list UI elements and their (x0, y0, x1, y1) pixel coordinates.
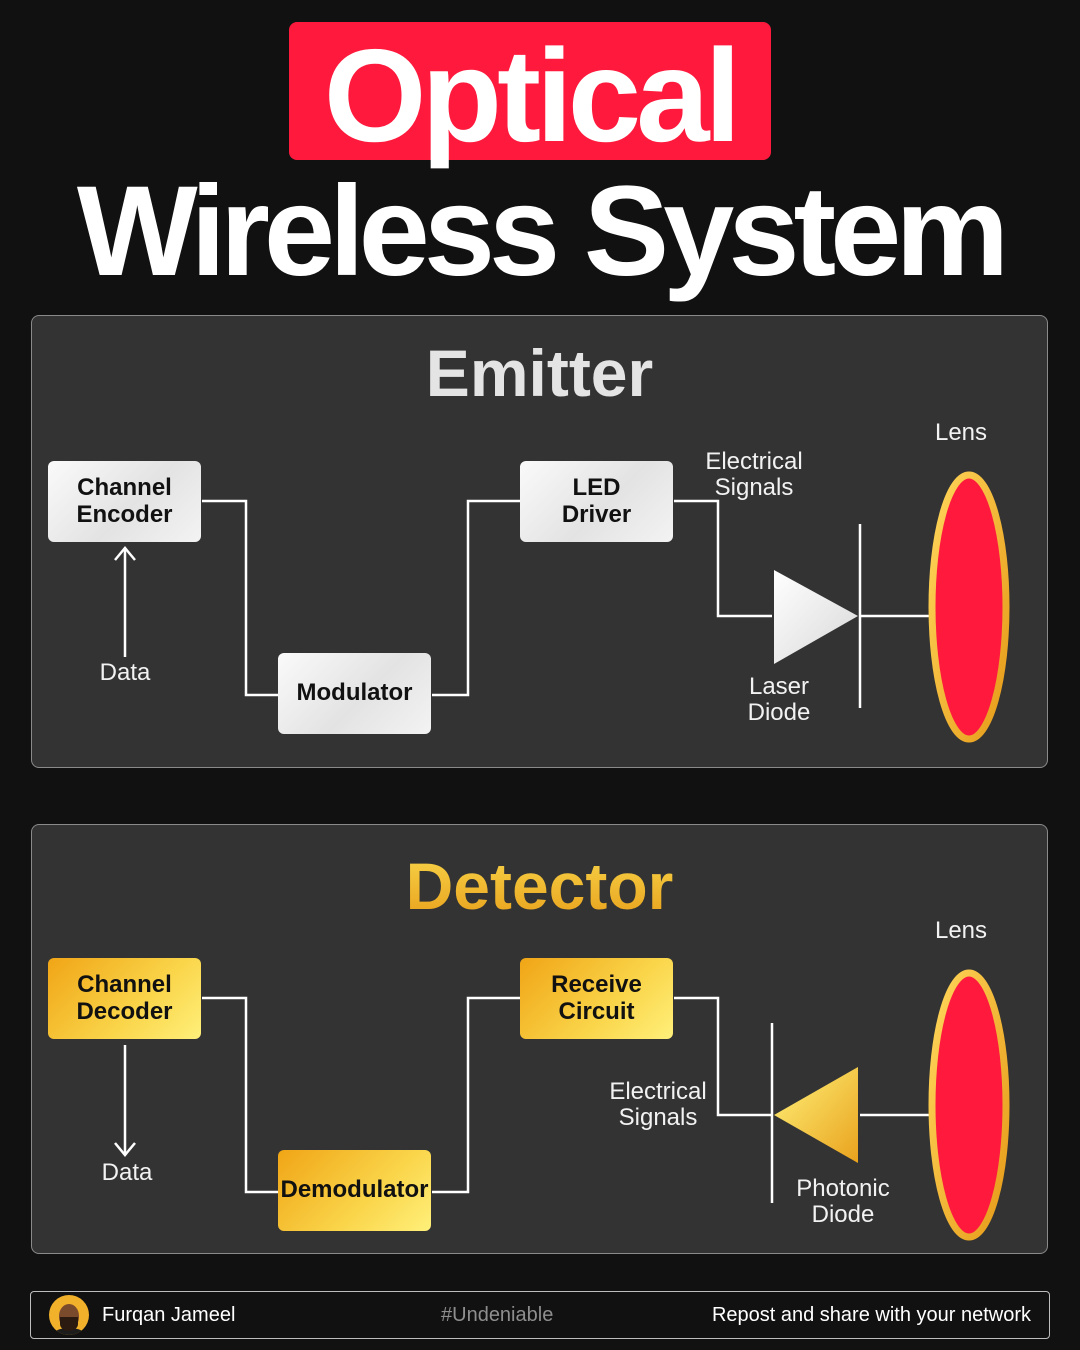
channel-encoder-box: Channel Encoder (48, 461, 201, 542)
lens-icon (928, 969, 1010, 1241)
led-driver-box: LED Driver (520, 461, 673, 542)
receive-circuit-box: Receive Circuit (520, 958, 673, 1039)
emitter-data-label: Data (99, 659, 151, 686)
emitter-connections (114, 471, 1010, 743)
detector-lens-label: Lens (934, 917, 988, 944)
wire-decoder-demodulator (202, 996, 278, 1194)
wire-driver-diode (674, 499, 772, 618)
title-highlight: Optical (289, 22, 771, 169)
wire-encoder-modulator (202, 499, 278, 697)
title-line-1: Optical (323, 22, 741, 169)
title-line-2: Wireless System (76, 160, 1009, 303)
detector-data-label: Data (101, 1159, 153, 1186)
photonic-diode-label: Photonic Diode (796, 1175, 890, 1228)
detector-electrical-signals-label: Electrical Signals (609, 1078, 707, 1131)
avatar (49, 1295, 89, 1335)
channel-decoder-box: Channel Decoder (48, 958, 201, 1039)
wire-demodulator-receive (432, 996, 520, 1194)
lens-icon (928, 471, 1010, 743)
wire-receive-diode (674, 996, 772, 1117)
wire-modulator-driver (432, 499, 520, 697)
data-arrow-head (114, 1142, 136, 1157)
emitter-title: Emitter (425, 336, 654, 410)
emitter-panel: Emitter Channel Encoder Modulator LED Dr… (31, 315, 1048, 768)
detector-connections (114, 969, 1010, 1241)
footer-bar: Furqan Jameel #Undeniable Repost and sha… (30, 1291, 1050, 1339)
share-cta: Repost and share with your network (711, 1304, 1031, 1326)
detector-title: Detector (32, 853, 1047, 919)
emitter-electrical-signals-label: Electrical Signals (705, 448, 803, 501)
laser-diode-icon (774, 570, 858, 664)
data-arrow-head (114, 546, 136, 561)
photonic-diode-icon (774, 1067, 858, 1163)
laser-diode-label: Laser Diode (747, 673, 811, 726)
detector-panel: Detector Channel Decoder Demodulator Rec… (31, 824, 1048, 1254)
modulator-box: Modulator (278, 653, 431, 734)
emitter-lens-label: Lens (934, 419, 988, 446)
hashtag: #Undeniable (441, 1304, 554, 1326)
demodulator-box: Demodulator (278, 1150, 431, 1231)
author-name: Furqan Jameel (102, 1304, 236, 1326)
